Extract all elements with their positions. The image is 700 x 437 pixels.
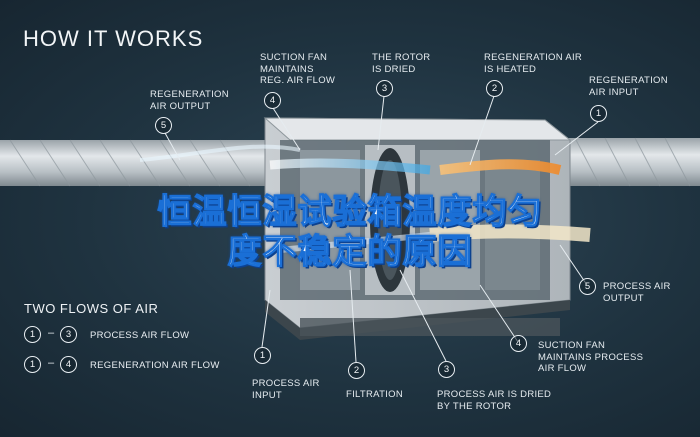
number-badge: 1	[590, 105, 607, 122]
callout-process-air-dried-text: PROCESS AIR IS DRIED BY THE ROTOR	[437, 389, 551, 412]
number-badge: 5	[155, 117, 172, 134]
callout-regen-air-output-text: REGENERATION AIR OUTPUT	[150, 89, 229, 112]
legend-dash: –	[47, 327, 55, 339]
number-badge: 2	[486, 80, 503, 97]
text-line: PROCESS AIR IS DRIED	[437, 389, 552, 400]
number-badge: 2	[348, 362, 365, 379]
text-line: REGENERATION	[589, 75, 668, 86]
process-airflow	[279, 224, 591, 253]
callout-regen-air-heated-text: REGENERATION AIR IS HEATED	[484, 52, 582, 75]
regen-airflow	[139, 144, 562, 175]
page-title: HOW IT WORKS	[23, 26, 204, 51]
text-line: MAINTAINS	[260, 63, 314, 75]
number-badge: 1	[254, 347, 271, 364]
text-line: PROCESS AIR	[603, 281, 671, 292]
number-badge: 4	[264, 92, 281, 109]
callout-leaders	[164, 95, 599, 363]
number-badge: 5	[579, 278, 596, 295]
text-line: AIR INPUT	[589, 86, 639, 98]
callout-process-air-output-text: PROCESS AIR OUTPUT	[603, 281, 671, 304]
text-line: BY THE ROTOR	[437, 400, 512, 412]
text-line: AIR FLOW	[538, 363, 587, 374]
number-badge: 3	[376, 80, 393, 97]
callout-process-air-input-text: PROCESS AIR INPUT	[252, 378, 320, 401]
callout-suction-fan-process-text: SUCTION FAN MAINTAINS PROCESS AIR FLOW	[538, 340, 643, 375]
text-line: FILTRATION	[346, 389, 404, 400]
text-line: SUCTION FAN	[260, 52, 328, 63]
legend-to-badge: 4	[60, 356, 77, 373]
legend-label: REGENERATION AIR FLOW	[90, 360, 220, 371]
legend-from-badge: 1	[24, 326, 41, 343]
text-line: IS DRIED	[372, 63, 416, 75]
callout-regen-air-input-text: REGENERATION AIR INPUT	[589, 75, 668, 98]
callout-filtration-text: FILTRATION	[346, 389, 403, 401]
legend-dash: –	[47, 357, 55, 369]
text-line: AIR OUTPUT	[150, 100, 211, 112]
text-line: THE ROTOR	[372, 52, 431, 63]
number-badge: 4	[510, 335, 527, 352]
callout-rotor-dried-text: THE ROTOR IS DRIED	[372, 52, 430, 75]
text-line: SUCTION FAN	[538, 340, 606, 351]
text-line: OUTPUT	[603, 292, 644, 304]
text-line: INPUT	[252, 389, 282, 401]
text-line: REGENERATION	[150, 89, 229, 100]
legend-label: PROCESS AIR FLOW	[90, 330, 190, 341]
legend-from-badge: 1	[24, 356, 41, 373]
overlay-headline-line2: 度不稳定的原因	[227, 231, 473, 272]
legend-title: TWO FLOWS OF AIR	[24, 301, 159, 316]
text-line: REGENERATION AIR	[484, 52, 583, 63]
text-line: REG. AIR FLOW	[260, 75, 336, 86]
text-line: MAINTAINS PROCESS	[538, 351, 644, 363]
text-line: PROCESS AIR	[252, 378, 320, 389]
right-duct	[560, 137, 700, 187]
overlay-headline-line1: 恒温恒湿试验箱温度均匀	[157, 191, 543, 232]
legend-to-badge: 3	[60, 326, 77, 343]
callout-suction-fan-regen-text: SUCTION FAN MAINTAINS REG. AIR FLOW	[260, 52, 335, 87]
text-line: IS HEATED	[484, 63, 537, 75]
number-badge: 3	[438, 361, 455, 378]
